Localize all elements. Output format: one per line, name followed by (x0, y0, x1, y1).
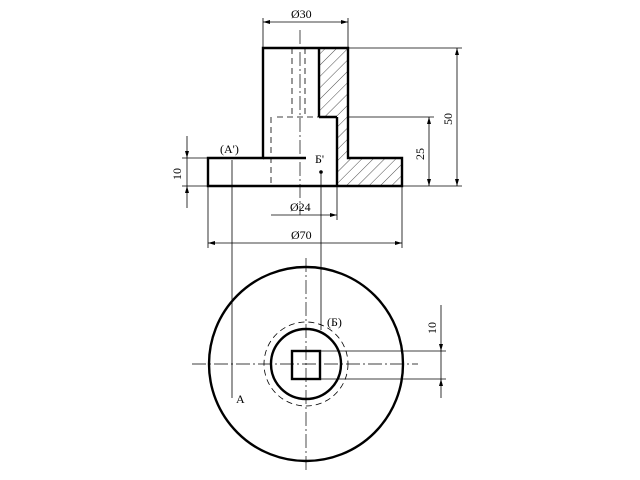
point-label-a-prime: (A') (220, 142, 239, 156)
arrow (439, 344, 443, 351)
arrow (395, 241, 402, 245)
part-outline (206, 46, 404, 188)
point-label-a: A (236, 392, 245, 406)
dim-label-25: 25 (413, 148, 427, 160)
arrow (341, 20, 348, 24)
section-hatch-lower (337, 117, 402, 186)
point-label-b: (Б) (327, 315, 342, 329)
dim-label-d30: Ø30 (291, 7, 312, 21)
section-hatch-upper (319, 48, 348, 117)
dim-label-d24: Ø24 (290, 200, 311, 214)
dim-label-10-top: 10 (425, 322, 439, 334)
arrow (330, 213, 337, 217)
dim-label-d70: Ø70 (291, 228, 312, 242)
top-view: 10 (Б) A (192, 258, 446, 472)
front-view: Ø30 50 25 10 Ø24 Ø70 (A') (170, 7, 462, 248)
arrow (427, 179, 431, 186)
arrow (208, 241, 215, 245)
arrow (185, 186, 189, 193)
point-label-b-prime: Б' (315, 152, 324, 166)
arrow (455, 48, 459, 55)
arrow (439, 379, 443, 386)
arrow (263, 20, 270, 24)
arrow (427, 117, 431, 124)
dim-label-50: 50 (441, 113, 455, 125)
dim-label-10: 10 (170, 168, 184, 180)
arrow (455, 179, 459, 186)
arrow (185, 151, 189, 158)
